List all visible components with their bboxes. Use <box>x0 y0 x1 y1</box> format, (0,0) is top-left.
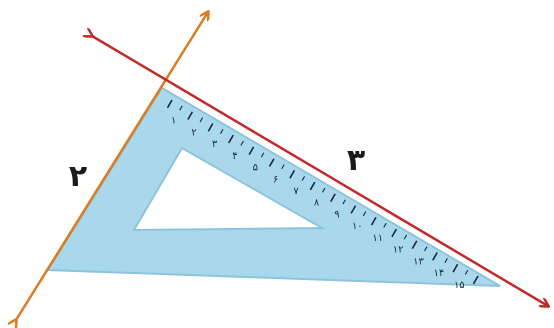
ruler-number: ۶ <box>273 174 278 185</box>
ruler-number: ۷ <box>293 186 299 197</box>
line-3 <box>92 36 548 306</box>
line-3-label: ۳ <box>347 143 365 178</box>
ruler-number: ۱۰ <box>352 221 363 232</box>
ruler-number: ۲ <box>191 127 196 138</box>
ruler-number: ۳ <box>212 139 218 150</box>
ruler-number: ۸ <box>314 198 320 209</box>
ruler-number: ۱ <box>171 116 176 127</box>
ruler-number: ۴ <box>232 151 237 162</box>
ruler-number: ۱۱ <box>372 233 383 244</box>
ruler-number: ۱۵ <box>454 280 465 291</box>
ruler-number: ۹ <box>334 209 339 220</box>
ruler-number: ۵ <box>253 163 258 174</box>
ruler-number: ۱۳ <box>413 256 424 267</box>
ruler-number: ۱۴ <box>434 268 445 279</box>
set-square <box>46 86 501 287</box>
ruler-number: ۱۲ <box>393 245 404 256</box>
line-2-label: ۲ <box>69 159 87 194</box>
